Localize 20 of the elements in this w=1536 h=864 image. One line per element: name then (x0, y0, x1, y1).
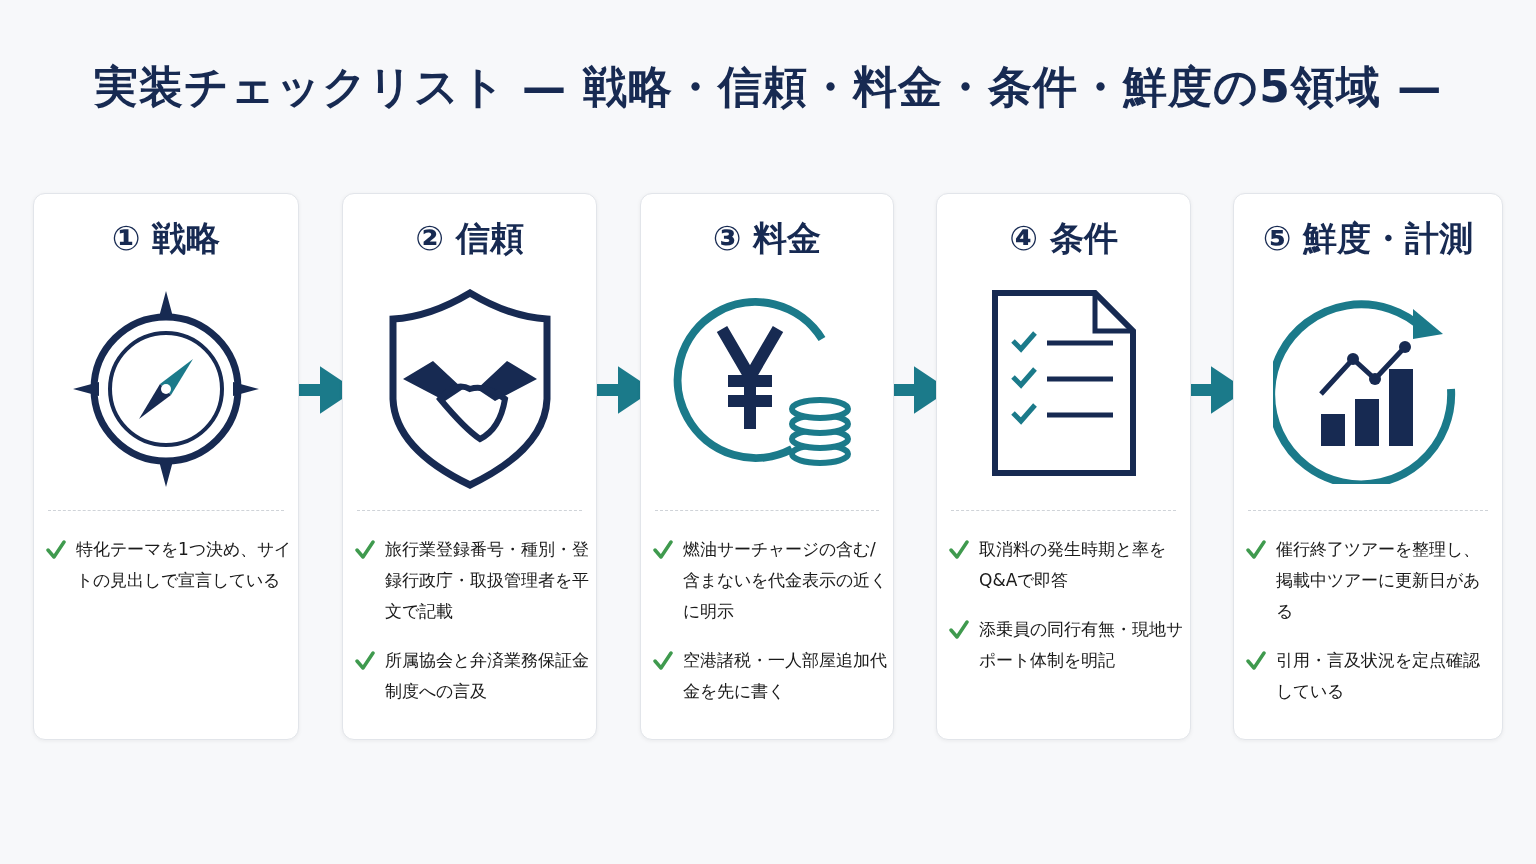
checklist-item: 催行終了ツアーを整理し、掲載中ツアーに更新日がある (1276, 538, 1481, 623)
checklist-item: 取消料の発生時期と率をQ&Aで即答 (979, 538, 1167, 592)
card-heading: ① 戦略 (110, 217, 222, 260)
step-card (342, 193, 597, 740)
card-heading: ② 信頼 (414, 217, 525, 260)
checklist-item: 特化テーマを1つ決め、サイトの見出しで宣言している (76, 538, 292, 592)
card-heading: ④ 条件 (1008, 217, 1119, 260)
step-card (33, 193, 299, 740)
checklist-item: 引用・言及状況を定点確認している (1276, 649, 1481, 703)
card-heading: ⑤ 鮮度・計測 (1261, 217, 1475, 260)
card-heading: ③ 料金 (711, 217, 823, 260)
checklist-item: 旅行業登録番号・種別・登録行政庁・取扱管理者を平文で記載 (385, 538, 590, 623)
checklist-item: 添乗員の同行有無・現地サポート体制を明記 (979, 618, 1184, 672)
step-card (1233, 193, 1503, 740)
checklist-item: 空港諸税・一人部屋追加代金を先に書く (683, 649, 887, 703)
step-card (936, 193, 1191, 740)
step-card (640, 193, 894, 740)
checklist-item: 燃油サーチャージの含む/含まないを代金表示の近くに明示 (683, 538, 887, 623)
checklist-item: 所属協会と弁済業務保証金制度への言及 (385, 649, 590, 703)
title: 実装チェックリスト — 戦略・信頼・料金・条件・鮮度の5領域 — (92, 60, 1444, 114)
